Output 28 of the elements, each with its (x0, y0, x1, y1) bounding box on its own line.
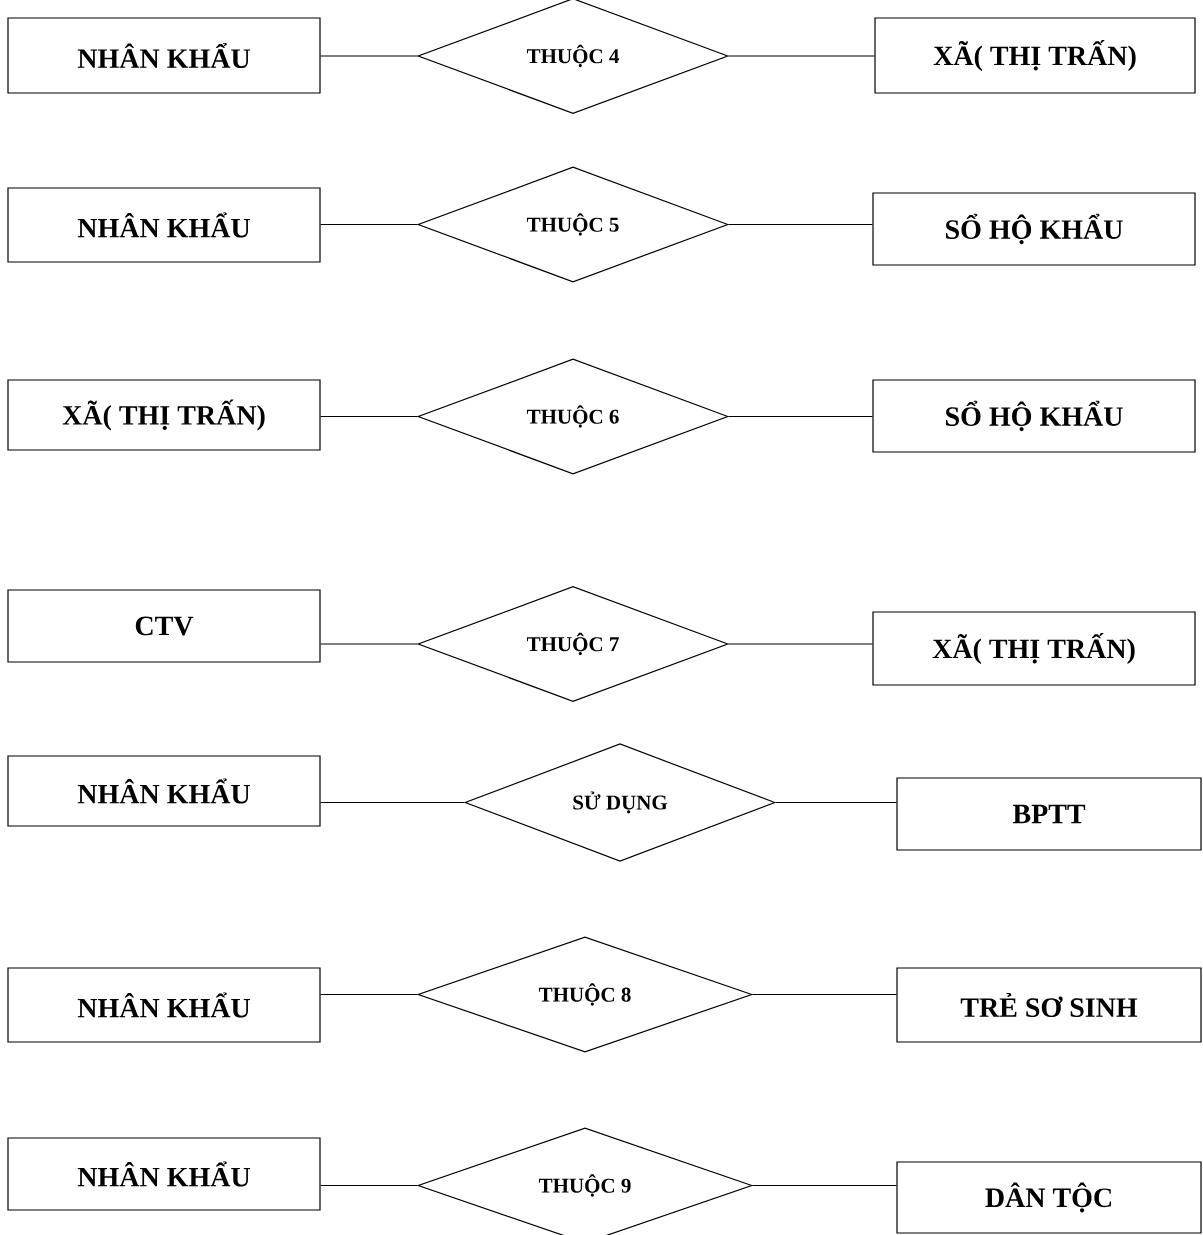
entity-box: XÃ( THỊ TRẤN) (872, 611, 1196, 686)
connector-line (775, 801, 897, 804)
connector-line (320, 55, 418, 57)
connector-line (320, 415, 418, 418)
entity-box: NHÂN KHẨU (7, 755, 321, 827)
entity-box: SỔ HỘ KHẨU (872, 379, 1196, 453)
connector-line (728, 223, 873, 226)
entity-box: NHÂN KHẨU (7, 17, 321, 94)
connector-line (728, 643, 873, 645)
connector-line (728, 415, 873, 418)
connector-line (728, 55, 875, 57)
connector-line (320, 223, 418, 226)
connector-line (320, 1184, 418, 1187)
connector-line (320, 993, 418, 996)
entity-box: NHÂN KHẨU (7, 187, 321, 263)
entity-box: SỔ HỘ KHẨU (872, 192, 1196, 266)
connector-line (752, 993, 897, 996)
connector-line (752, 1184, 897, 1187)
entity-box: NHÂN KHẨU (7, 967, 321, 1043)
entity-box: CTV (7, 589, 321, 663)
entity-box: XÃ( THỊ TRẤN) (874, 17, 1196, 94)
entity-box: XÃ( THỊ TRẤN) (7, 379, 321, 451)
entity-box: TRẺ SƠ SINH (896, 967, 1202, 1043)
entity-box: NHÂN KHẨU (7, 1137, 321, 1211)
entity-box: BPTT (896, 777, 1202, 851)
connector-line (320, 801, 465, 804)
entity-box: DÂN TỘC (896, 1161, 1202, 1234)
connector-line (320, 643, 418, 645)
